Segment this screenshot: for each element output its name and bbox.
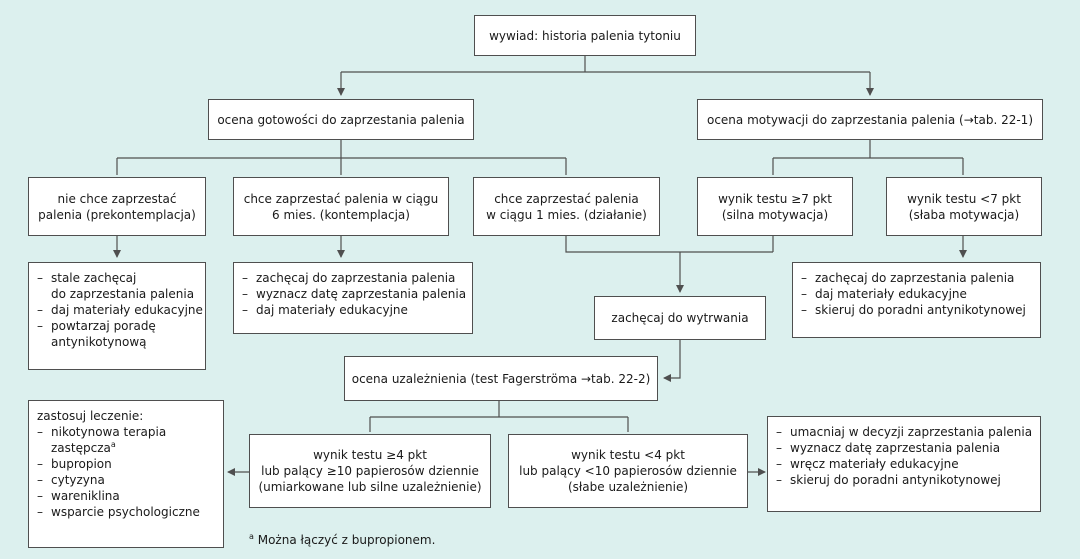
node-low-dependence-line: wynik testu <4 pkt xyxy=(571,448,685,462)
list-item: –daj materiały edukacyjne xyxy=(242,303,408,317)
node-one-month-line: chce zaprzestać palenia xyxy=(494,191,639,206)
list-item: –nikotynowa terapia xyxy=(37,425,167,439)
node-not-ready: nie chce zaprzestać palenia (prekontempl… xyxy=(28,177,206,236)
node-high-dependence-line: lub palący ≥10 papierosów dziennie xyxy=(261,464,479,478)
list-item: –powtarzaj poradę xyxy=(37,319,156,333)
node-strong-motivation: wynik testu ≥7 pkt (silna motywacja) xyxy=(697,177,853,236)
edge-readiness-split xyxy=(116,140,567,175)
edge-top-split xyxy=(341,56,870,73)
footnote-mark: a xyxy=(249,532,254,541)
list-item: –bupropion xyxy=(37,457,112,471)
list-item: –wyznacz datę zaprzestania palenia xyxy=(776,441,1001,455)
node-low-dependence: wynik testu <4 pkt lub palący <10 papier… xyxy=(508,434,748,508)
list-item: –zachęcaj do zaprzestania palenia xyxy=(801,271,1015,285)
list-treatment: zastosuj leczenie: –nikotynowa terapia z… xyxy=(28,400,224,548)
list-low-dependence-actions: –umacniaj w decyzji zaprzestania palenia… xyxy=(767,416,1041,512)
list-item: –wsparcie psychologiczne xyxy=(37,505,200,519)
list-not-ready-actions: –stale zachęcaj do zaprzestania palenia … xyxy=(28,262,206,370)
list-item-continuation: zastępczaa xyxy=(51,440,116,456)
list-six-months-actions: –zachęcaj do zaprzestania palenia –wyzna… xyxy=(233,262,473,334)
list-item: –wyznacz datę zaprzestania palenia xyxy=(242,287,467,301)
edge-join-persist xyxy=(565,236,774,292)
list-item: –wareniklina xyxy=(37,489,120,503)
node-six-months: chce zaprzestać palenia w ciągu 6 mies. … xyxy=(233,177,449,236)
node-weak-motivation: wynik testu <7 pkt (słaba motywacja) xyxy=(886,177,1042,236)
list-item: –daj materiały edukacyjne xyxy=(801,287,967,301)
footnote-text: Można łączyć z bupropionem. xyxy=(257,533,436,547)
node-not-ready-line: nie chce zaprzestać xyxy=(57,191,177,206)
list-item: –daj materiały edukacyjne xyxy=(37,303,203,317)
node-strong-line: (silna motywacja) xyxy=(721,207,829,222)
node-dependence-label: ocena uzależnienia (test Fagerströma →ta… xyxy=(351,371,651,386)
node-weak-line: wynik testu <7 pkt xyxy=(907,191,1021,206)
node-readiness: ocena gotowości do zaprzestania palenia xyxy=(208,99,474,140)
list-heading: zastosuj leczenie: xyxy=(37,409,144,423)
node-encourage-persist: zachęcaj do wytrwania xyxy=(594,296,766,340)
node-high-dependence-line: (umiarkowane lub silne uzależnienie) xyxy=(258,480,482,494)
node-history: wywiad: historia palenia tytoniu xyxy=(474,15,696,56)
node-motivation-label: ocena motywacji do zaprzestania palenia … xyxy=(706,112,1033,127)
node-one-month: chce zaprzestać palenia w ciągu 1 mies. … xyxy=(473,177,660,236)
node-six-months-line: chce zaprzestać palenia w ciągu xyxy=(243,191,439,206)
footnote: a Można łączyć z bupropionem. xyxy=(249,532,436,548)
node-dependence: ocena uzależnienia (test Fagerströma →ta… xyxy=(344,356,658,401)
node-high-dependence-line: wynik testu ≥4 pkt xyxy=(313,448,427,462)
node-readiness-label: ocena gotowości do zaprzestania palenia xyxy=(217,112,465,127)
list-item-continuation: antynikotynową xyxy=(51,335,147,349)
list-item: –stale zachęcaj xyxy=(37,271,137,285)
node-six-months-line: 6 mies. (kontemplacja) xyxy=(272,207,410,222)
list-weak-actions: –zachęcaj do zaprzestania palenia –daj m… xyxy=(792,262,1041,338)
node-low-dependence-line: (słabe uzależnienie) xyxy=(567,480,689,494)
list-item: –wręcz materiały edukacyjne xyxy=(776,457,959,471)
node-low-dependence-line: lub palący <10 papierosów dziennie xyxy=(519,464,737,478)
list-item: –zachęcaj do zaprzestania palenia xyxy=(242,271,456,285)
node-history-label: wywiad: historia palenia tytoniu xyxy=(489,28,681,43)
footnote-marker: a xyxy=(110,440,116,449)
node-high-dependence: wynik testu ≥4 pkt lub palący ≥10 papier… xyxy=(249,434,491,508)
node-not-ready-line: palenia (prekontemplacja) xyxy=(38,207,196,222)
edge-motivation-split xyxy=(772,140,964,175)
node-weak-line: (słaba motywacja) xyxy=(908,207,1020,222)
edge-persist-to-dependence xyxy=(663,340,681,382)
list-item: –skieruj do poradni antynikotynowej xyxy=(776,473,1001,487)
list-item: –cytyzyna xyxy=(37,473,105,487)
node-one-month-line: w ciągu 1 mies. (działanie) xyxy=(486,207,647,222)
list-item: –skieruj do poradni antynikotynowej xyxy=(801,303,1026,317)
list-item-continuation: do zaprzestania palenia xyxy=(51,287,195,301)
node-motivation: ocena motywacji do zaprzestania palenia … xyxy=(697,99,1043,140)
list-item: –umacniaj w decyzji zaprzestania palenia xyxy=(776,425,1033,439)
edge-dependence-split xyxy=(369,401,629,432)
node-strong-line: wynik testu ≥7 pkt xyxy=(718,191,832,206)
node-encourage-persist-label: zachęcaj do wytrwania xyxy=(611,311,749,325)
